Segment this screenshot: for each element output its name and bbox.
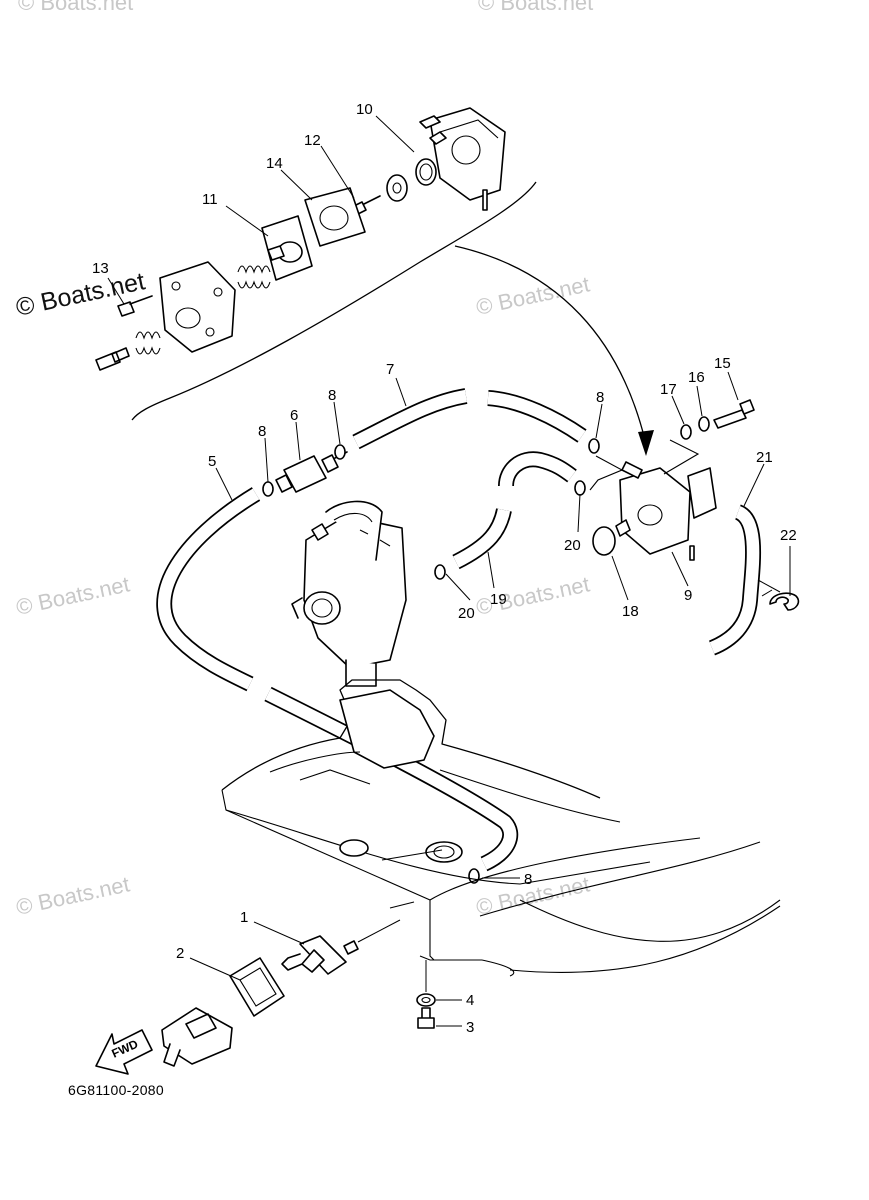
callout-21: 21	[756, 449, 773, 466]
callout-20: 20	[458, 605, 475, 622]
check-valve	[95, 347, 130, 371]
fuel-filter-6	[275, 451, 348, 493]
pump-base	[159, 261, 236, 353]
watermark-text: © Boats.net	[14, 871, 132, 919]
group-arrow-head	[638, 430, 654, 456]
fuel-pump-9	[589, 439, 717, 561]
engine-base	[221, 679, 781, 977]
spring-upper	[237, 265, 271, 274]
callout-4: 4	[466, 992, 474, 1009]
watermark-text: © Boats.net	[18, 0, 133, 15]
pump-housing-part	[419, 107, 506, 211]
callout-8: 8	[524, 871, 532, 888]
spring-lower	[135, 331, 161, 340]
gasket-plate-14	[304, 187, 366, 247]
callout-17: 17	[660, 381, 677, 398]
callout-numbers: 10 12 14 11 13 7 8 6 8 5 8 17 16 15 21 2…	[92, 101, 797, 1036]
washer-17	[680, 424, 692, 440]
callout-7: 7	[386, 361, 394, 378]
part-number-reference: 6G81100-2080	[68, 1082, 164, 1098]
callout-20: 20	[564, 537, 581, 554]
callout-5: 5	[208, 453, 216, 470]
carburetor	[291, 500, 407, 687]
group-bracket-line	[131, 181, 537, 421]
callout-8: 8	[258, 423, 266, 440]
clip-20	[434, 564, 446, 580]
diaphragm-disc	[386, 174, 408, 202]
washer-4	[416, 993, 436, 1007]
bolt-3	[417, 1007, 435, 1029]
fuel-connector	[161, 1007, 233, 1067]
clip-20	[574, 480, 586, 496]
callout-8: 8	[328, 387, 336, 404]
watermark-text: © Boats.net	[478, 0, 593, 15]
callout-15: 15	[714, 355, 731, 372]
gasket-2	[229, 957, 285, 1017]
callout-1: 1	[240, 909, 248, 926]
exploded-fuel-pump-group	[95, 107, 654, 456]
callout-6: 6	[290, 407, 298, 424]
callout-10: 10	[356, 101, 373, 118]
callout-3: 3	[466, 1019, 474, 1036]
fuel-hoses	[156, 388, 762, 872]
group-arrow-line	[454, 245, 646, 441]
clip-8	[588, 438, 600, 454]
callout-2: 2	[176, 945, 184, 962]
washer-16	[698, 416, 710, 432]
callout-9: 9	[684, 587, 692, 604]
gasket-10	[415, 158, 437, 186]
callout-8: 8	[596, 389, 604, 406]
watermark-text: © Boats.net	[474, 271, 592, 319]
callout-12: 12	[304, 132, 321, 149]
fuel-joint-1	[281, 919, 401, 975]
callout-16: 16	[688, 369, 705, 386]
clip-8	[334, 444, 346, 460]
callout-13: 13	[92, 260, 109, 277]
clip-8	[262, 481, 274, 497]
hose-clamp-22	[769, 592, 800, 611]
callout-19: 19	[490, 591, 507, 608]
callout-18: 18	[622, 603, 639, 620]
callout-14: 14	[266, 155, 283, 172]
fwd-arrow-icon: FWD	[95, 1029, 153, 1075]
callout-22: 22	[780, 527, 797, 544]
hose-clips	[262, 438, 600, 884]
o-ring-18	[592, 526, 616, 556]
bolt-15	[713, 399, 755, 429]
callout-11: 11	[202, 191, 218, 208]
leader-lines	[107, 115, 791, 1027]
watermark-text: © Boats.net	[14, 571, 132, 619]
screw-13	[117, 295, 153, 317]
